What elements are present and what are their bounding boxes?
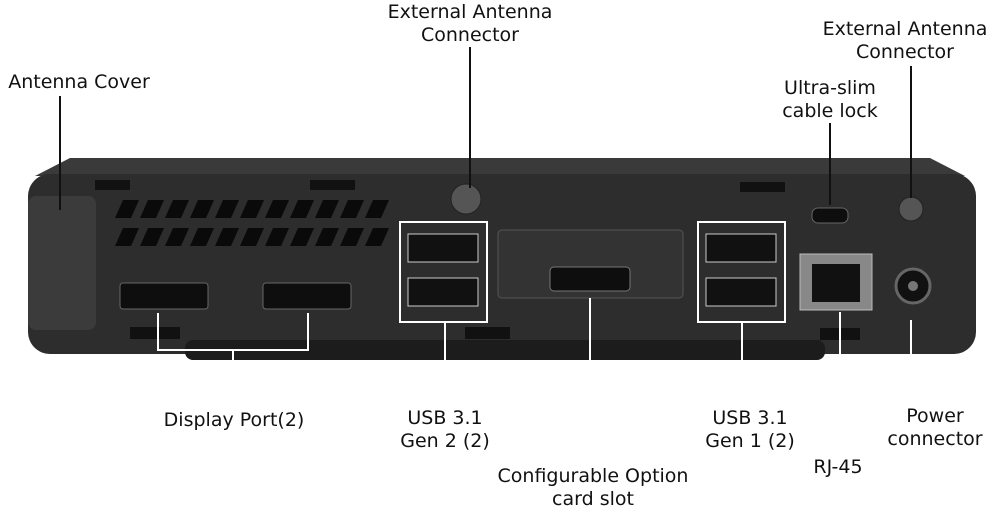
vent-grille bbox=[115, 200, 389, 246]
label-antenna-cover: Antenna Cover bbox=[8, 71, 150, 93]
vent-slot bbox=[140, 200, 164, 218]
usb-gen2-port-2 bbox=[407, 277, 479, 307]
label-line: cable lock bbox=[782, 100, 878, 122]
vent-slot bbox=[215, 228, 239, 246]
label-line: Configurable Option bbox=[497, 465, 689, 487]
vent-slot bbox=[340, 228, 364, 246]
pc-top-edge bbox=[35, 158, 965, 176]
label-line: External Antenna bbox=[387, 1, 553, 23]
label-line: Connector bbox=[856, 41, 954, 63]
antenna-cover-part bbox=[28, 196, 96, 330]
vent-slot bbox=[165, 228, 189, 246]
vent-slot bbox=[240, 228, 264, 246]
hdmi-port bbox=[549, 266, 631, 292]
rj45-socket bbox=[812, 264, 860, 302]
label-line: External Antenna bbox=[822, 18, 988, 40]
display-port-1 bbox=[119, 282, 209, 310]
display-port-2 bbox=[262, 282, 352, 310]
label-line: card slot bbox=[552, 488, 634, 510]
cable-lock-slot bbox=[811, 207, 849, 224]
vent-slot bbox=[290, 200, 314, 218]
vent-slot bbox=[190, 228, 214, 246]
label-rj45: RJ-45 bbox=[813, 456, 863, 478]
slot bbox=[95, 180, 130, 190]
vent-slot bbox=[265, 200, 289, 218]
slot bbox=[310, 180, 355, 190]
vent-slot bbox=[115, 200, 139, 218]
vent-slot bbox=[290, 228, 314, 246]
label-line: Connector bbox=[421, 24, 519, 46]
display-port-bracket bbox=[157, 298, 912, 462]
vent-slot bbox=[165, 200, 189, 218]
vent-slot bbox=[265, 228, 289, 246]
slot bbox=[465, 327, 510, 339]
vent-slot bbox=[190, 200, 214, 218]
vent-slot bbox=[115, 228, 139, 246]
external-antenna-connector-center bbox=[450, 183, 482, 215]
external-antenna-connector-right bbox=[898, 196, 924, 222]
vent-slot bbox=[340, 200, 364, 218]
label-line: Gen 2 (2) bbox=[400, 430, 490, 452]
label-line: USB 3.1 bbox=[712, 407, 788, 429]
vent-slot bbox=[240, 200, 264, 218]
callout-lines bbox=[59, 47, 912, 210]
vent-slot bbox=[215, 200, 239, 218]
power-pin bbox=[908, 281, 918, 291]
vent-slot bbox=[140, 228, 164, 246]
vent-slot bbox=[365, 200, 389, 218]
usb-gen2-highlight bbox=[399, 221, 488, 323]
vent-slot bbox=[365, 228, 389, 246]
usb-gen1-port-1 bbox=[705, 233, 777, 263]
usb-gen2-port-1 bbox=[407, 233, 479, 263]
vent-slot bbox=[315, 228, 339, 246]
label-line: Gen 1 (2) bbox=[705, 430, 795, 452]
label-line: Power bbox=[906, 405, 964, 427]
slot bbox=[740, 182, 785, 192]
label-display-port: Display Port(2) bbox=[163, 409, 305, 431]
slot bbox=[130, 327, 180, 339]
usb-gen1-port-2 bbox=[705, 277, 777, 307]
label-line: connector bbox=[887, 428, 983, 450]
label-line: USB 3.1 bbox=[407, 407, 483, 429]
vent-slot bbox=[315, 200, 339, 218]
label-line: Ultra-slim bbox=[784, 77, 876, 99]
pc-base bbox=[185, 340, 825, 360]
